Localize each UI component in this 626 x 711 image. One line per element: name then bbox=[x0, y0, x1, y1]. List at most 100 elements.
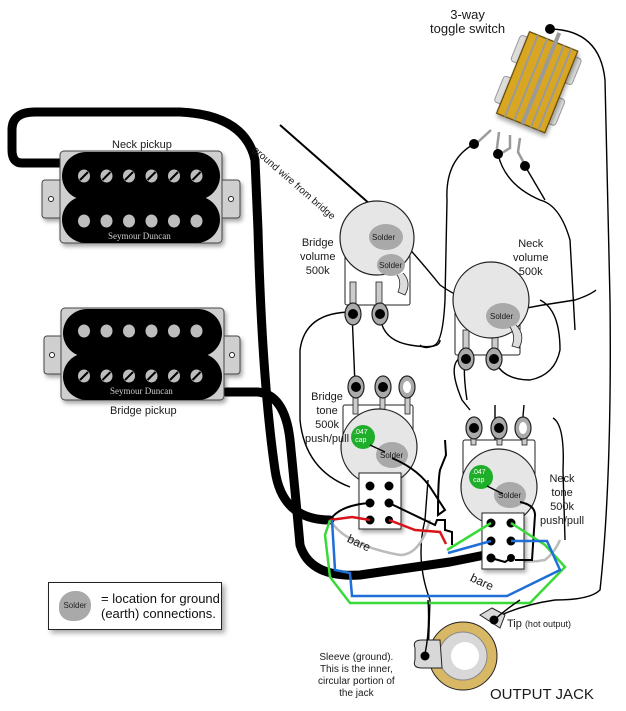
slug-pole bbox=[100, 324, 113, 338]
neck-tone-line4: push/pull bbox=[540, 515, 585, 527]
slug-pole bbox=[145, 324, 158, 338]
screw-slot bbox=[79, 371, 89, 381]
solder-blob bbox=[369, 224, 403, 250]
jack-tip-wire bbox=[493, 599, 521, 621]
slug-pole bbox=[190, 214, 203, 228]
push-pull-black-wires bbox=[329, 439, 537, 564]
jack-tip-label: Tip (hot output) bbox=[507, 617, 571, 631]
solder-label: Solder bbox=[490, 312, 514, 321]
screw-slot bbox=[146, 171, 157, 181]
bridge-pickup-slug-poles bbox=[78, 324, 203, 338]
legend-text: = location for ground (earth) connection… bbox=[101, 591, 220, 621]
slug-pole bbox=[168, 324, 180, 338]
bridge-volume-line2: volume bbox=[300, 251, 336, 263]
solder-label: Solder bbox=[380, 451, 404, 460]
legend-solder-blob: Solder bbox=[59, 591, 91, 621]
toggle-switch-label: 3-way toggle switch bbox=[430, 8, 505, 36]
screw-slot bbox=[124, 171, 134, 181]
output-jack-label: OUTPUT JACK bbox=[490, 686, 594, 703]
screw-slot bbox=[191, 171, 202, 181]
screw-slot bbox=[191, 371, 202, 381]
neck-tone-pot bbox=[460, 422, 538, 526]
solder-label: Solder bbox=[379, 261, 403, 270]
jack-sleeve-label: Sleeve (ground). This is the inner, circ… bbox=[318, 652, 395, 700]
bridge-pickup-screw-poles bbox=[78, 369, 203, 383]
bridge-tone-cap bbox=[351, 425, 375, 449]
slug-pole bbox=[78, 324, 90, 338]
neck-volume-label: Neck volume 500k bbox=[513, 237, 548, 279]
legend-line2: (earth) connections. bbox=[101, 606, 216, 621]
slug-pole bbox=[190, 324, 203, 338]
bridge-pickup-label: Bridge pickup bbox=[110, 405, 177, 417]
bridge-cap-label: .047 cap bbox=[354, 429, 368, 445]
solder-label: Solder bbox=[498, 491, 522, 500]
neck-pickup-brand: Seymour Duncan bbox=[108, 231, 171, 241]
neck-pickup-slug-poles bbox=[78, 214, 203, 228]
bridge-tone-line2: tone bbox=[316, 405, 338, 417]
bridge-volume-line1: Bridge bbox=[301, 237, 334, 249]
screw-slot bbox=[101, 371, 112, 381]
screw-slot bbox=[169, 171, 179, 181]
cap-value: .047 bbox=[354, 429, 368, 436]
bridge-volume-label: Bridge volume 500k bbox=[300, 236, 335, 278]
neck-pickup-screw-poles bbox=[78, 169, 203, 183]
screw-slot bbox=[79, 171, 89, 181]
screw-slot bbox=[146, 371, 157, 381]
sleeve-line3: circular portion of bbox=[318, 676, 395, 687]
neck-tone-line3: 500k bbox=[550, 501, 574, 513]
neck-cap-label: .047 cap bbox=[472, 469, 486, 485]
solder-blob bbox=[494, 482, 526, 508]
neck-tone-label: Neck tone 500k push/pull bbox=[540, 472, 584, 528]
neck-pickup-cable bbox=[7, 107, 335, 525]
toggle-switch bbox=[469, 24, 582, 171]
cap-value: .047 bbox=[472, 469, 486, 476]
slug-pole bbox=[123, 214, 135, 228]
bridge-pickup-brand: Seymour Duncan bbox=[110, 386, 173, 396]
screw-slot bbox=[169, 371, 179, 381]
neck-tone-line1: Neck bbox=[549, 473, 575, 485]
output-jack bbox=[413, 607, 506, 691]
bridge-tone-pot bbox=[340, 391, 418, 486]
bridge-volume-pot bbox=[339, 200, 415, 311]
slug-pole bbox=[78, 214, 90, 228]
neck-volume-line1: Neck bbox=[518, 238, 544, 250]
sleeve-line2: This is the inner, bbox=[319, 664, 393, 675]
neck-tone-line2: tone bbox=[551, 487, 573, 499]
neck-pickup-label: Neck pickup bbox=[112, 139, 172, 151]
toggle-switch-label-line1: 3-way bbox=[450, 7, 485, 22]
bridge-tone-line3: 500k bbox=[315, 419, 339, 431]
bridge-tone-label: Bridge tone 500k push/pull bbox=[305, 390, 349, 446]
solder-label: Solder bbox=[372, 233, 396, 242]
neck-volume-line2: volume bbox=[513, 252, 549, 264]
neck-volume-line3: 500k bbox=[518, 266, 543, 278]
neck-pickup bbox=[41, 150, 241, 244]
blue-wire bbox=[330, 519, 562, 598]
cap-text: cap bbox=[473, 477, 485, 484]
bridge-pickup-cable bbox=[221, 387, 500, 580]
sleeve-line1: Sleeve (ground). bbox=[319, 652, 394, 663]
screw-slot bbox=[124, 371, 134, 381]
screw-slot bbox=[101, 171, 112, 181]
bridge-volume-lugs bbox=[344, 302, 389, 326]
sleeve-line4: the jack bbox=[339, 688, 374, 699]
tip-note: (hot output) bbox=[524, 619, 571, 629]
solder-blob bbox=[377, 254, 405, 276]
red-wire bbox=[329, 515, 448, 545]
bridge-push-pull-switch bbox=[358, 472, 402, 530]
slug-pole bbox=[100, 214, 113, 228]
legend: Solder = location for ground (earth) con… bbox=[48, 582, 222, 630]
bridge-tone-lugs bbox=[347, 375, 416, 399]
tip-label: Tip bbox=[507, 618, 522, 630]
bridge-volume-line3: 500k bbox=[305, 265, 330, 277]
solder-blob bbox=[486, 303, 520, 329]
neck-volume-lugs bbox=[457, 347, 503, 371]
slug-pole bbox=[145, 214, 158, 228]
neck-tone-lugs bbox=[465, 416, 532, 440]
bridge-tone-line4: push/pull bbox=[305, 433, 350, 445]
green-wire bbox=[323, 519, 567, 605]
neck-volume-pot bbox=[452, 261, 530, 356]
neck-tone-cap bbox=[469, 465, 493, 489]
slug-pole bbox=[123, 324, 135, 338]
jack-sleeve-wire bbox=[424, 599, 430, 655]
